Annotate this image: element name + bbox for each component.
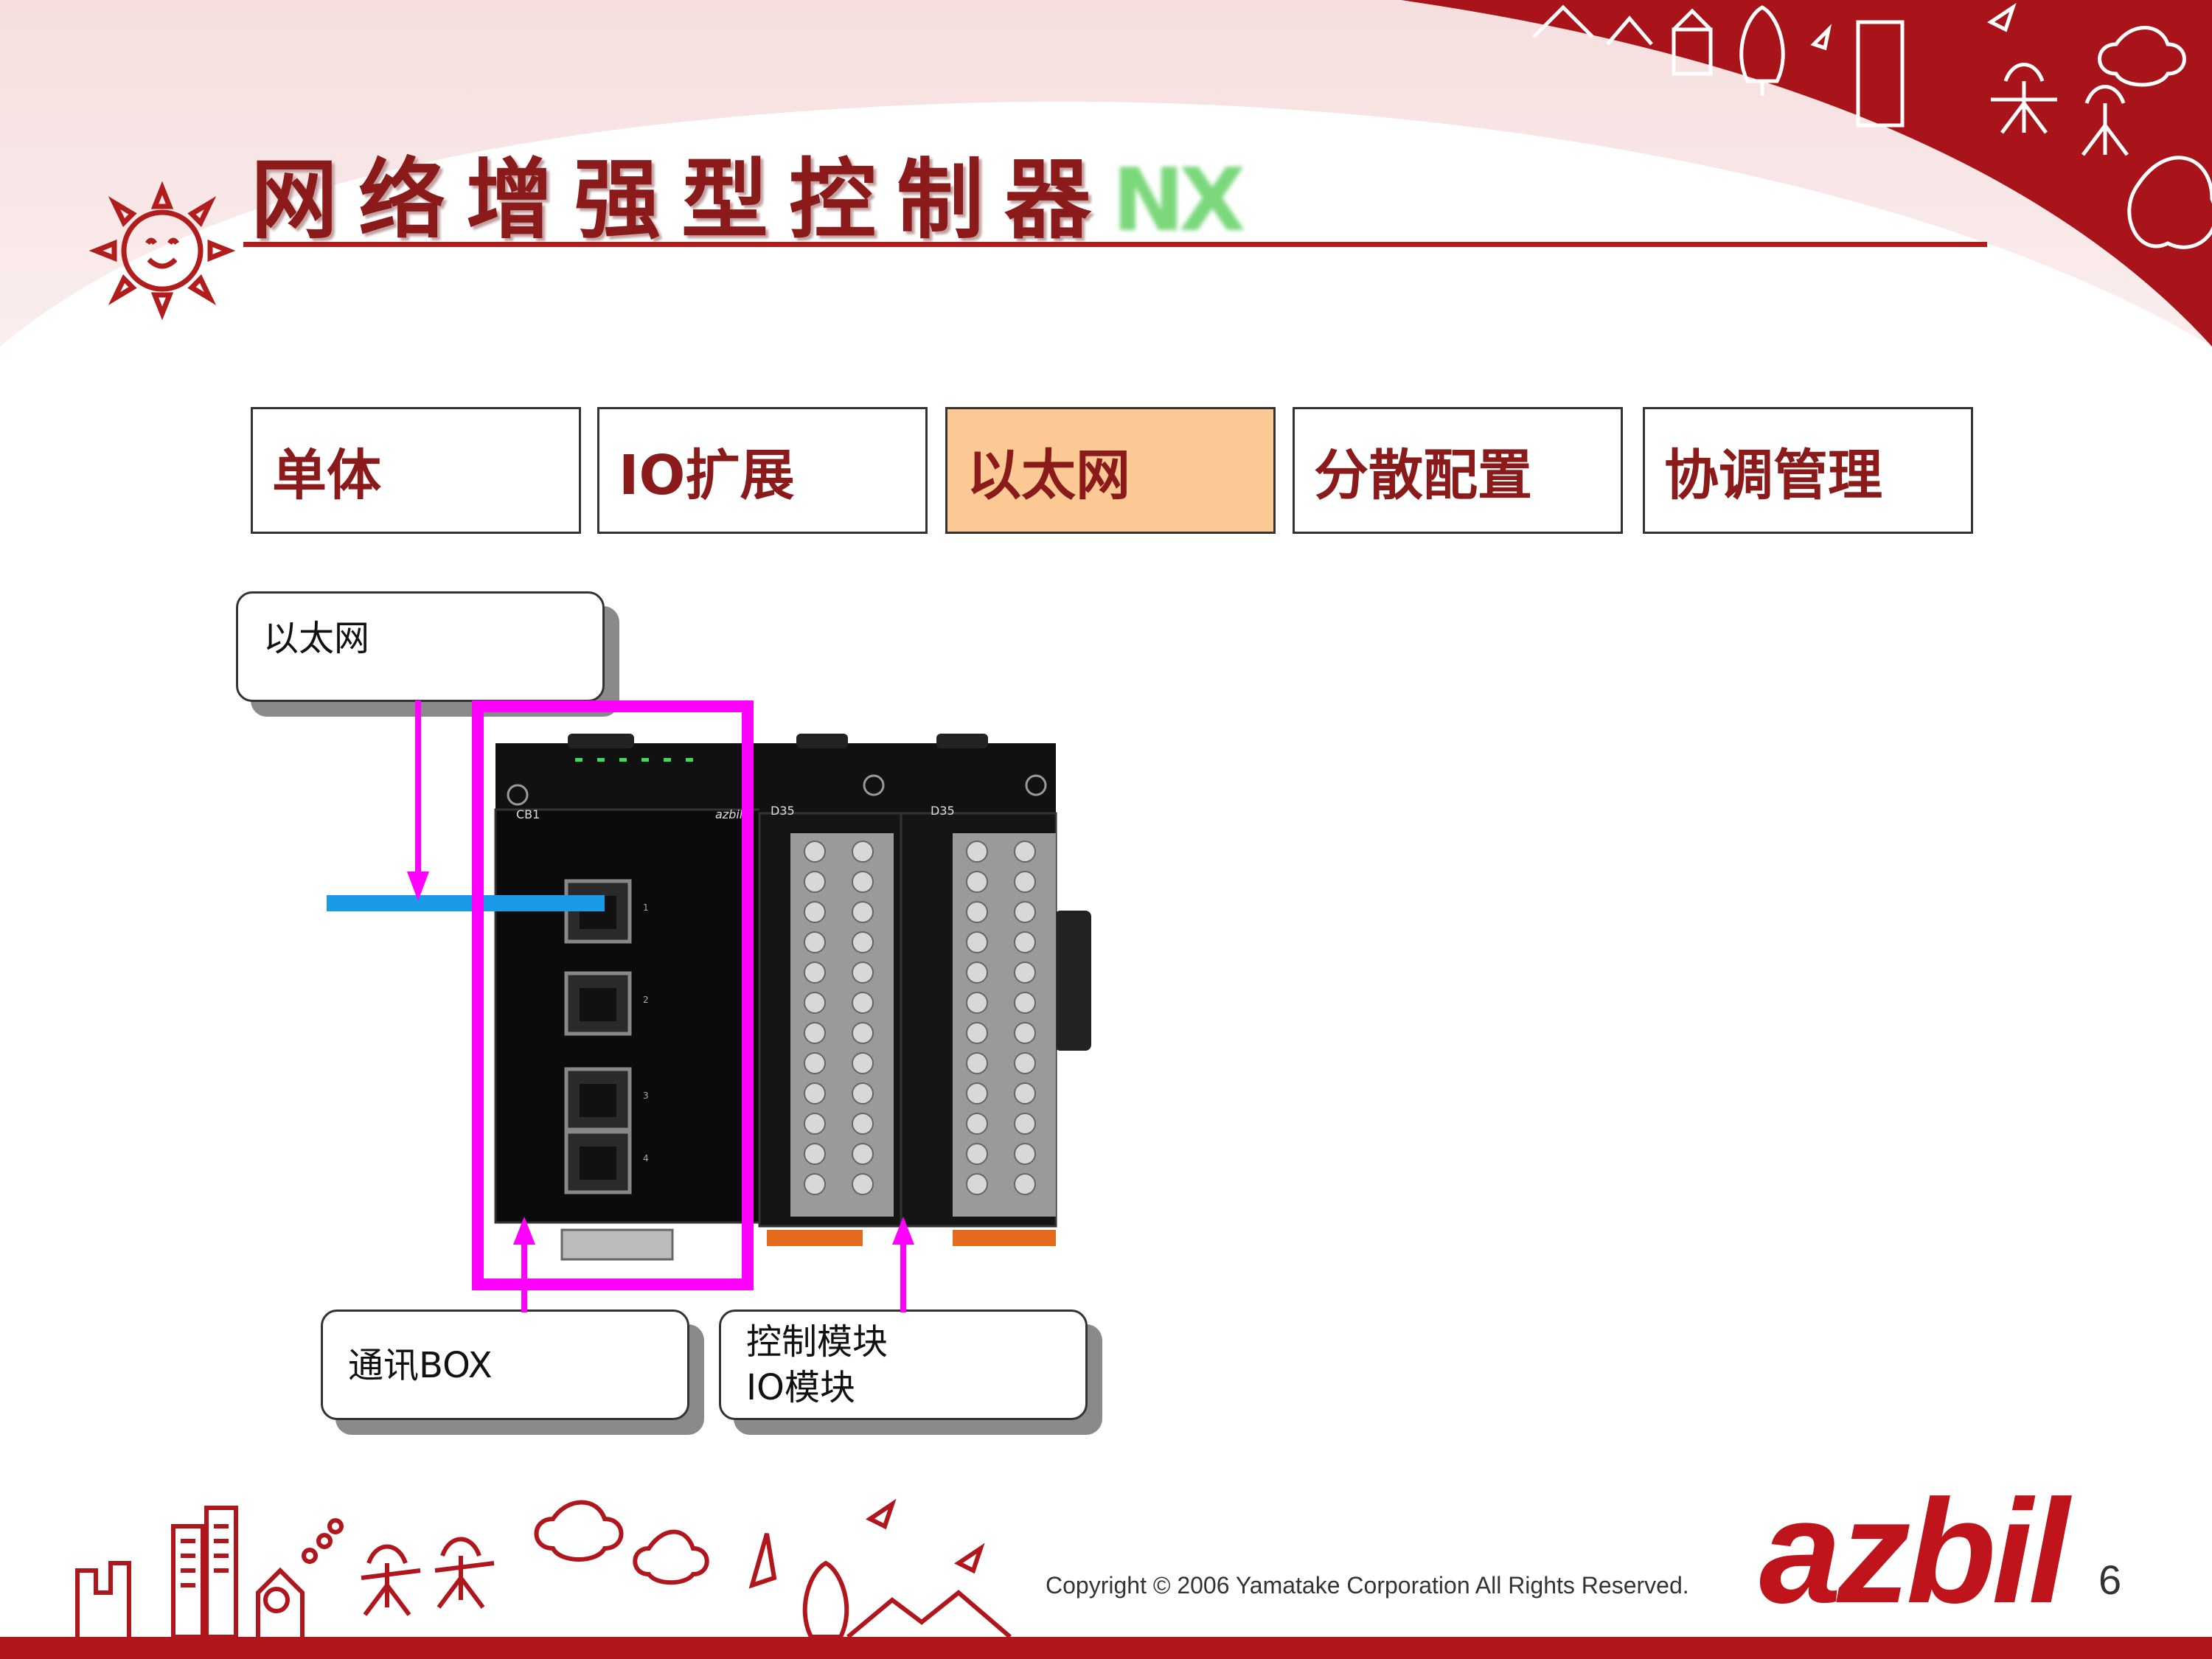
callout-ethernet-text: 以太网 bbox=[263, 618, 370, 659]
copyright-text: Copyright © 2006 Yamatake Corporation Al… bbox=[1046, 1572, 1689, 1599]
terminal-screw bbox=[804, 1052, 826, 1074]
terminal-screw bbox=[852, 1082, 874, 1105]
terminal-screw bbox=[804, 1173, 826, 1195]
port-number: 2 bbox=[643, 995, 649, 1005]
terminal-screw bbox=[1014, 1052, 1036, 1074]
title-rule bbox=[243, 242, 1987, 247]
ethernet-port bbox=[564, 1067, 632, 1132]
callout-comm-box: 通讯BOX bbox=[321, 1310, 689, 1420]
terminal-screw bbox=[1014, 1143, 1036, 1165]
terminal-screw bbox=[804, 1113, 826, 1135]
title-badge-nx: NX bbox=[1112, 149, 1246, 251]
terminal-screw bbox=[804, 992, 826, 1014]
io-module: D35 bbox=[758, 734, 908, 1246]
terminal-screw bbox=[852, 841, 874, 863]
terminal-screw bbox=[804, 841, 826, 863]
port-number: 4 bbox=[643, 1153, 649, 1164]
terminal-screw bbox=[804, 1022, 826, 1044]
terminal-screw bbox=[966, 961, 988, 984]
terminal-screw bbox=[1014, 1113, 1036, 1135]
sun-icon bbox=[88, 181, 236, 321]
callout-modules-line1: 控制模块 bbox=[746, 1321, 888, 1363]
controller-device: CB1 azbil 1 2 3 4 D35 bbox=[494, 734, 1091, 1261]
terminal-screw bbox=[852, 1113, 874, 1135]
io-module: D35 bbox=[900, 734, 1057, 1246]
terminal-screw bbox=[852, 931, 874, 953]
ethernet-port bbox=[564, 879, 632, 944]
terminal-screw bbox=[804, 931, 826, 953]
terminal-screw bbox=[1014, 1022, 1036, 1044]
brand-label: azbil bbox=[715, 807, 743, 821]
terminal-screw bbox=[1014, 931, 1036, 953]
terminal-screw bbox=[966, 1173, 988, 1195]
terminal-screw bbox=[804, 901, 826, 923]
slide-title: 网络增强型控制器NX bbox=[251, 129, 1246, 255]
terminal-screw bbox=[1014, 901, 1036, 923]
arrow-comm-box bbox=[513, 1217, 535, 1312]
terminal-screw bbox=[852, 1052, 874, 1074]
terminal-screw bbox=[852, 961, 874, 984]
terminal-screw bbox=[1014, 1173, 1036, 1195]
tab-ethernet[interactable]: 以太网 bbox=[945, 407, 1276, 534]
city-doodle-icon bbox=[75, 1498, 1012, 1639]
tab-label: 分散配置 bbox=[1314, 443, 1532, 507]
ethernet-port bbox=[564, 1130, 632, 1194]
terminal-screw bbox=[966, 992, 988, 1014]
tab-io-expansion[interactable]: IO扩展 bbox=[597, 407, 928, 534]
terminal-screw bbox=[852, 901, 874, 923]
terminal-screw bbox=[852, 1022, 874, 1044]
terminal-screw bbox=[852, 871, 874, 893]
terminal-screw bbox=[852, 992, 874, 1014]
page-number: 6 bbox=[2098, 1557, 2122, 1603]
module-label: D35 bbox=[771, 804, 795, 818]
ethernet-port bbox=[564, 971, 632, 1036]
tab-label: IO扩展 bbox=[619, 443, 795, 507]
terminal-screw bbox=[804, 871, 826, 893]
cb-label: CB1 bbox=[516, 807, 540, 821]
terminal-screw bbox=[966, 931, 988, 953]
terminal-screw bbox=[1014, 961, 1036, 984]
slide-title-text: 网络增强型控制器 bbox=[251, 148, 1113, 251]
port-number: 3 bbox=[643, 1091, 649, 1101]
highlight-box bbox=[472, 700, 754, 1290]
callout-comm-box-text: 通讯BOX bbox=[348, 1345, 493, 1386]
terminal-screw bbox=[966, 1143, 988, 1165]
tab-coordinated[interactable]: 协调管理 bbox=[1643, 407, 1973, 534]
callout-modules: 控制模块 IO模块 bbox=[719, 1310, 1088, 1420]
terminal-screw bbox=[1014, 841, 1036, 863]
tab-label: 单体 bbox=[272, 443, 381, 507]
terminal-screw bbox=[966, 871, 988, 893]
terminal-screw bbox=[966, 1052, 988, 1074]
port-number: 1 bbox=[643, 902, 649, 913]
arrow-modules bbox=[892, 1217, 914, 1312]
ethernet-line bbox=[327, 895, 605, 911]
module-label: D35 bbox=[931, 804, 955, 818]
terminal-screw bbox=[966, 1022, 988, 1044]
callout-ethernet: 以太网 bbox=[236, 591, 605, 702]
terminal-screw bbox=[1014, 871, 1036, 893]
terminal-screw bbox=[1014, 992, 1036, 1014]
comm-box-unit: CB1 azbil 1 2 3 4 bbox=[494, 734, 762, 1261]
terminal-screw bbox=[852, 1143, 874, 1165]
tab-label: 协调管理 bbox=[1664, 443, 1882, 507]
terminal-screw bbox=[852, 1173, 874, 1195]
terminal-screw bbox=[966, 1082, 988, 1105]
terminal-screw bbox=[966, 1113, 988, 1135]
terminal-screw bbox=[804, 1143, 826, 1165]
terminal-screw bbox=[966, 841, 988, 863]
terminal-screw bbox=[966, 901, 988, 923]
azbil-logo: azbil bbox=[1759, 1470, 2070, 1634]
terminal-screw bbox=[804, 961, 826, 984]
city-doodle-icon bbox=[1532, 2, 2212, 249]
terminal-screw bbox=[1014, 1082, 1036, 1105]
callout-modules-line2: IO模块 bbox=[746, 1367, 855, 1408]
tab-label: 以太网 bbox=[967, 443, 1130, 507]
terminal-screw bbox=[804, 1082, 826, 1105]
tab-standalone[interactable]: 单体 bbox=[251, 407, 581, 534]
arrow-ethernet bbox=[407, 700, 429, 901]
footer-bar bbox=[0, 1637, 2212, 1659]
tab-distributed[interactable]: 分散配置 bbox=[1293, 407, 1623, 534]
